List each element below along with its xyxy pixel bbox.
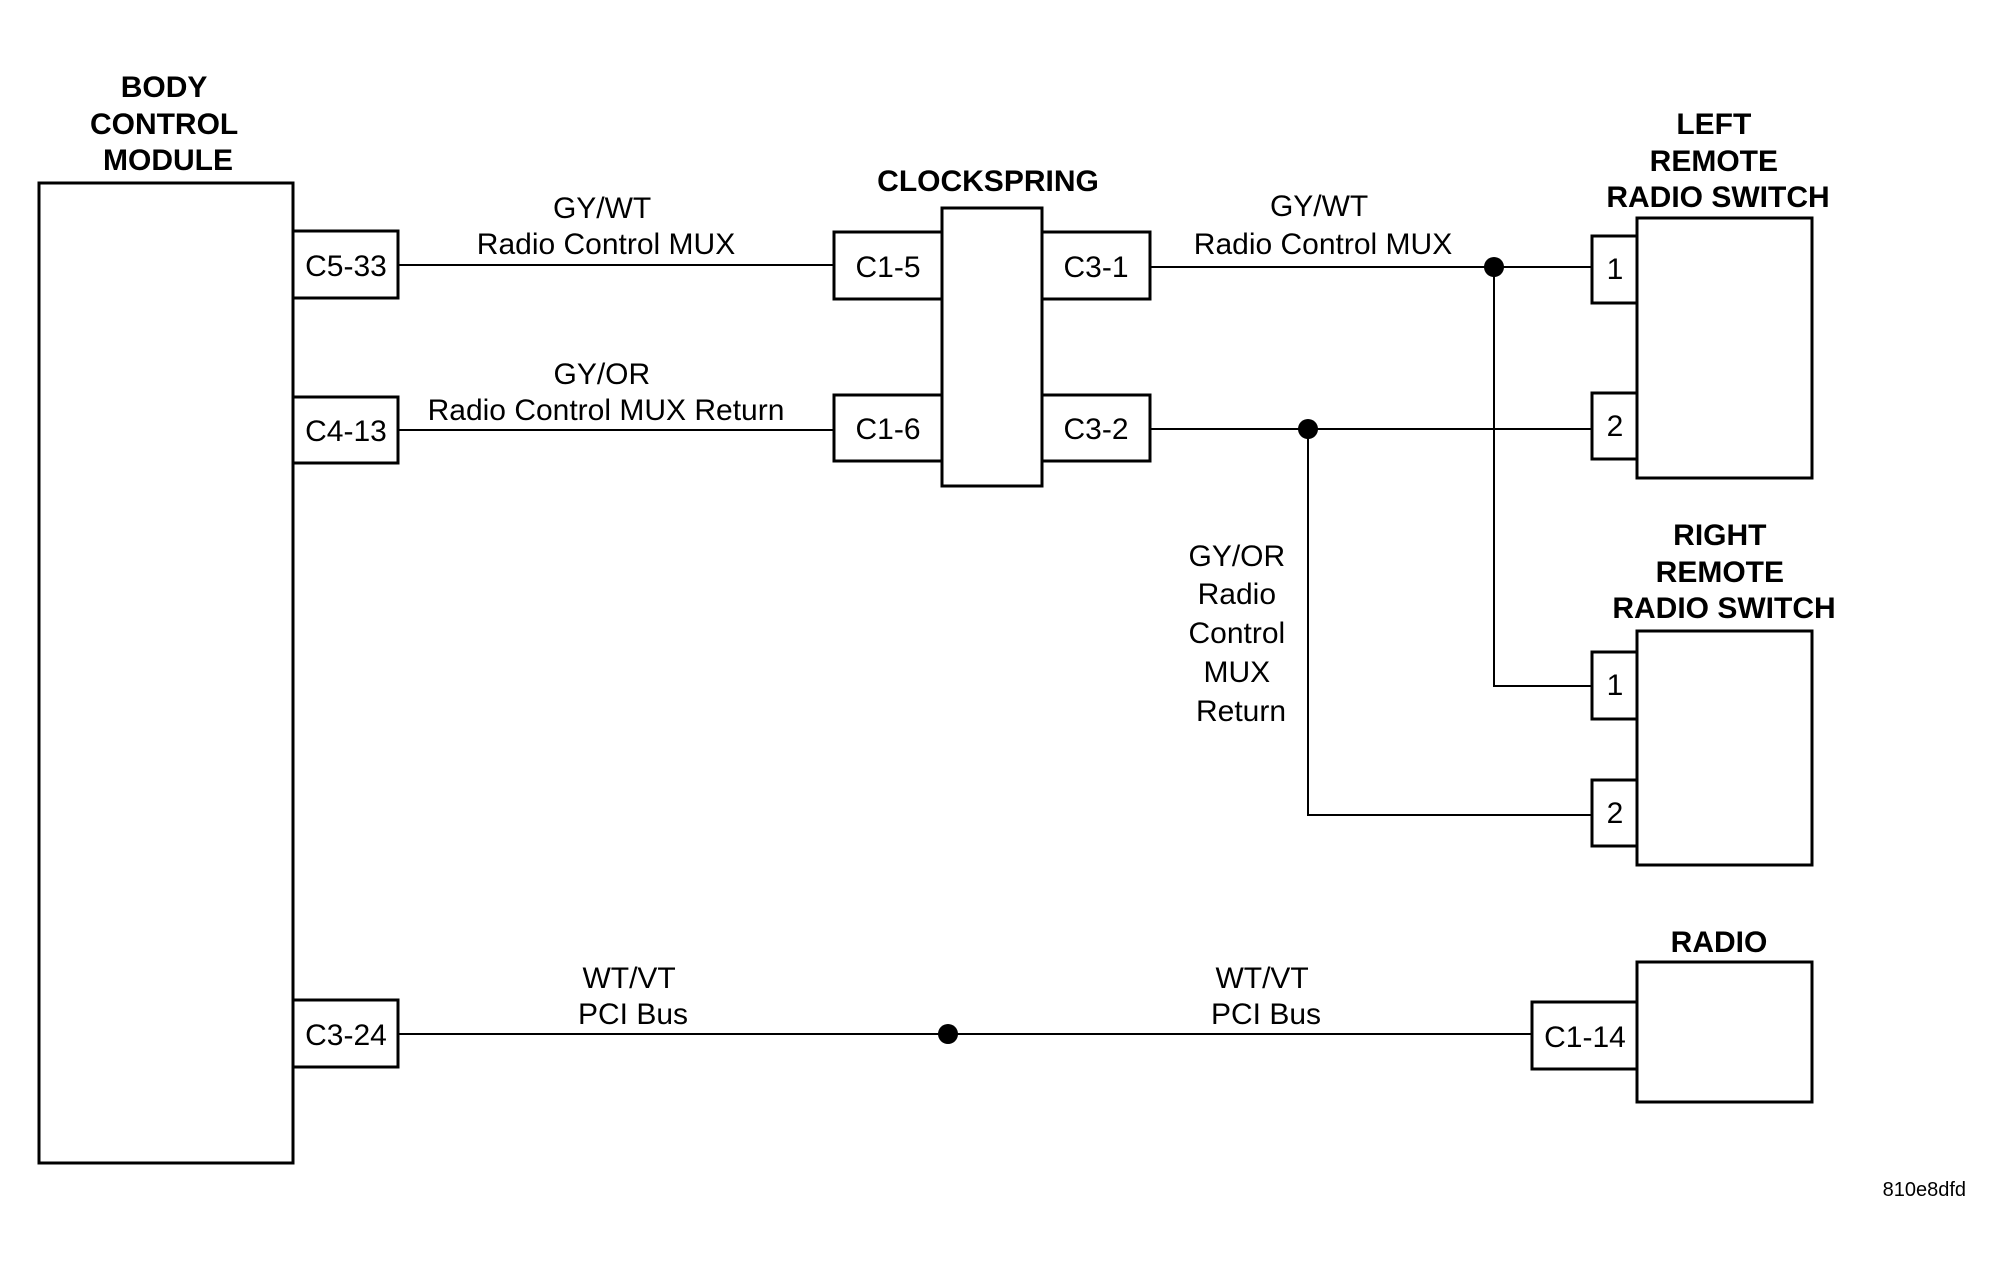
splice-mux [1484, 257, 1504, 277]
svg-text:1: 1 [1607, 253, 1624, 286]
radio-title: RADIO [1671, 926, 1768, 959]
clockspring-title: CLOCKSPRING [877, 165, 1099, 198]
left-switch-box [1635, 216, 1814, 480]
svg-text:C1-14: C1-14 [1544, 1021, 1626, 1054]
clockspring-box [940, 206, 1044, 488]
wire-label-mux-right: GY/WT Radio Control MUX [1194, 190, 1452, 261]
splice-return [1298, 419, 1318, 439]
wire-label-pci-right: WT/VT PCI Bus [1211, 962, 1321, 1031]
wire-label-return-left: GY/OR Radio Control MUX Return [428, 358, 785, 427]
left-switch-pin-1: 1 [1590, 234, 1639, 305]
bcm-pin-c5-33: C5-33 [291, 229, 400, 300]
wire-label-pci-left: WT/VT PCI Bus [578, 962, 688, 1031]
right-switch-pin-1: 1 [1590, 650, 1639, 721]
svg-text:C3-2: C3-2 [1063, 413, 1128, 446]
wire-return-to-right-switch [1307, 429, 1592, 816]
bcm-box [37, 181, 295, 1165]
svg-text:C1-5: C1-5 [855, 251, 920, 284]
svg-text:C5-33: C5-33 [305, 250, 387, 283]
wire-label-return-vertical: GY/OR Radio Control MUX Return [1188, 540, 1293, 728]
left-switch-pin-2: 2 [1590, 391, 1639, 461]
bcm-pin-c4-13: C4-13 [291, 395, 400, 465]
right-switch-pin-2: 2 [1590, 778, 1639, 848]
splice-pci-bus [938, 1024, 958, 1044]
svg-text:2: 2 [1607, 410, 1624, 443]
right-switch-box [1635, 629, 1814, 867]
svg-text:1: 1 [1607, 669, 1624, 702]
radio-pin-c1-14: C1-14 [1530, 1000, 1639, 1071]
svg-text:C3-24: C3-24 [305, 1019, 387, 1052]
figure-code: 810e8dfd [1883, 1179, 1966, 1201]
bcm-title: BODY CONTROL MODULE [90, 71, 246, 177]
wire-mux-to-right-switch [1493, 267, 1592, 687]
bcm-pin-c3-24: C3-24 [291, 998, 400, 1069]
right-switch-title: RIGHT REMOTE RADIO SWITCH [1612, 519, 1835, 625]
radio-box [1635, 960, 1814, 1104]
svg-text:C1-6: C1-6 [855, 413, 920, 446]
svg-text:C4-13: C4-13 [305, 415, 387, 448]
clockspring-pin-c3-1: C3-1 [1040, 230, 1152, 301]
clockspring-pin-c1-6: C1-6 [832, 393, 944, 463]
svg-text:C3-1: C3-1 [1063, 251, 1128, 284]
left-switch-title: LEFT REMOTE RADIO SWITCH [1606, 108, 1829, 214]
clockspring-pin-c3-2: C3-2 [1040, 393, 1152, 463]
svg-text:2: 2 [1607, 797, 1624, 830]
wire-label-mux-left: GY/WT Radio Control MUX [477, 192, 735, 261]
clockspring-pin-c1-5: C1-5 [832, 230, 944, 301]
